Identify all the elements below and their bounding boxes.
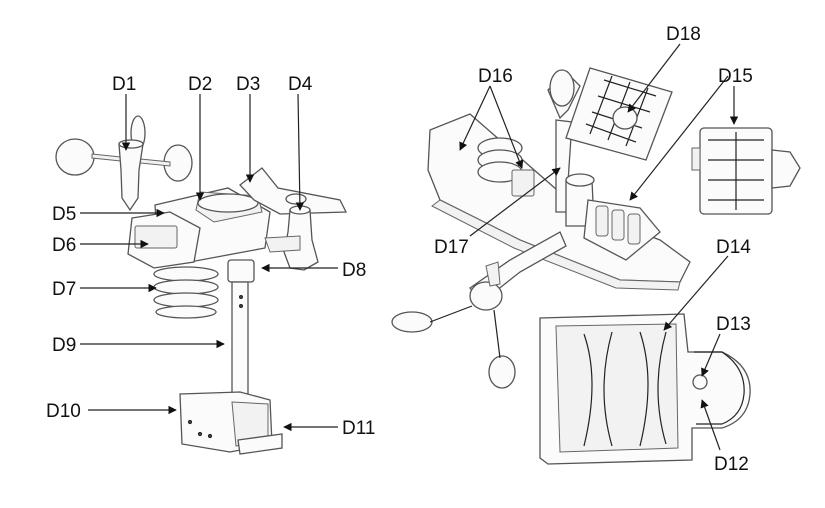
- label-d15: D15: [718, 66, 753, 87]
- station-rear-view-illustration: [391, 67, 691, 389]
- label-d14: D14: [716, 237, 751, 258]
- label-d7: D7: [52, 279, 76, 300]
- label-d11: D11: [342, 418, 375, 439]
- callout-lines: [80, 43, 739, 451]
- label-d18: D18: [666, 24, 701, 45]
- battery-cover-illustration: [691, 127, 801, 215]
- label-d10: D10: [46, 401, 81, 422]
- sensor-assembly-illustration: [55, 115, 348, 455]
- label-d5: D5: [52, 204, 76, 225]
- label-d8: D8: [342, 260, 366, 281]
- label-d17: D17: [434, 237, 469, 258]
- label-d1: D1: [112, 74, 136, 95]
- label-d4: D4: [288, 74, 313, 95]
- label-d16: D16: [478, 66, 513, 87]
- label-d9: D9: [52, 335, 76, 356]
- battery-tray-illustration: [539, 313, 751, 465]
- callout-labels: D1 D2 D3 D4 D5 D6 D7 D8 D9 D10 D11 D16 D…: [46, 24, 753, 475]
- label-d6: D6: [52, 235, 76, 256]
- label-d2: D2: [188, 74, 212, 95]
- label-d3: D3: [236, 74, 260, 95]
- label-d13: D13: [716, 314, 751, 335]
- label-d12: D12: [714, 454, 749, 475]
